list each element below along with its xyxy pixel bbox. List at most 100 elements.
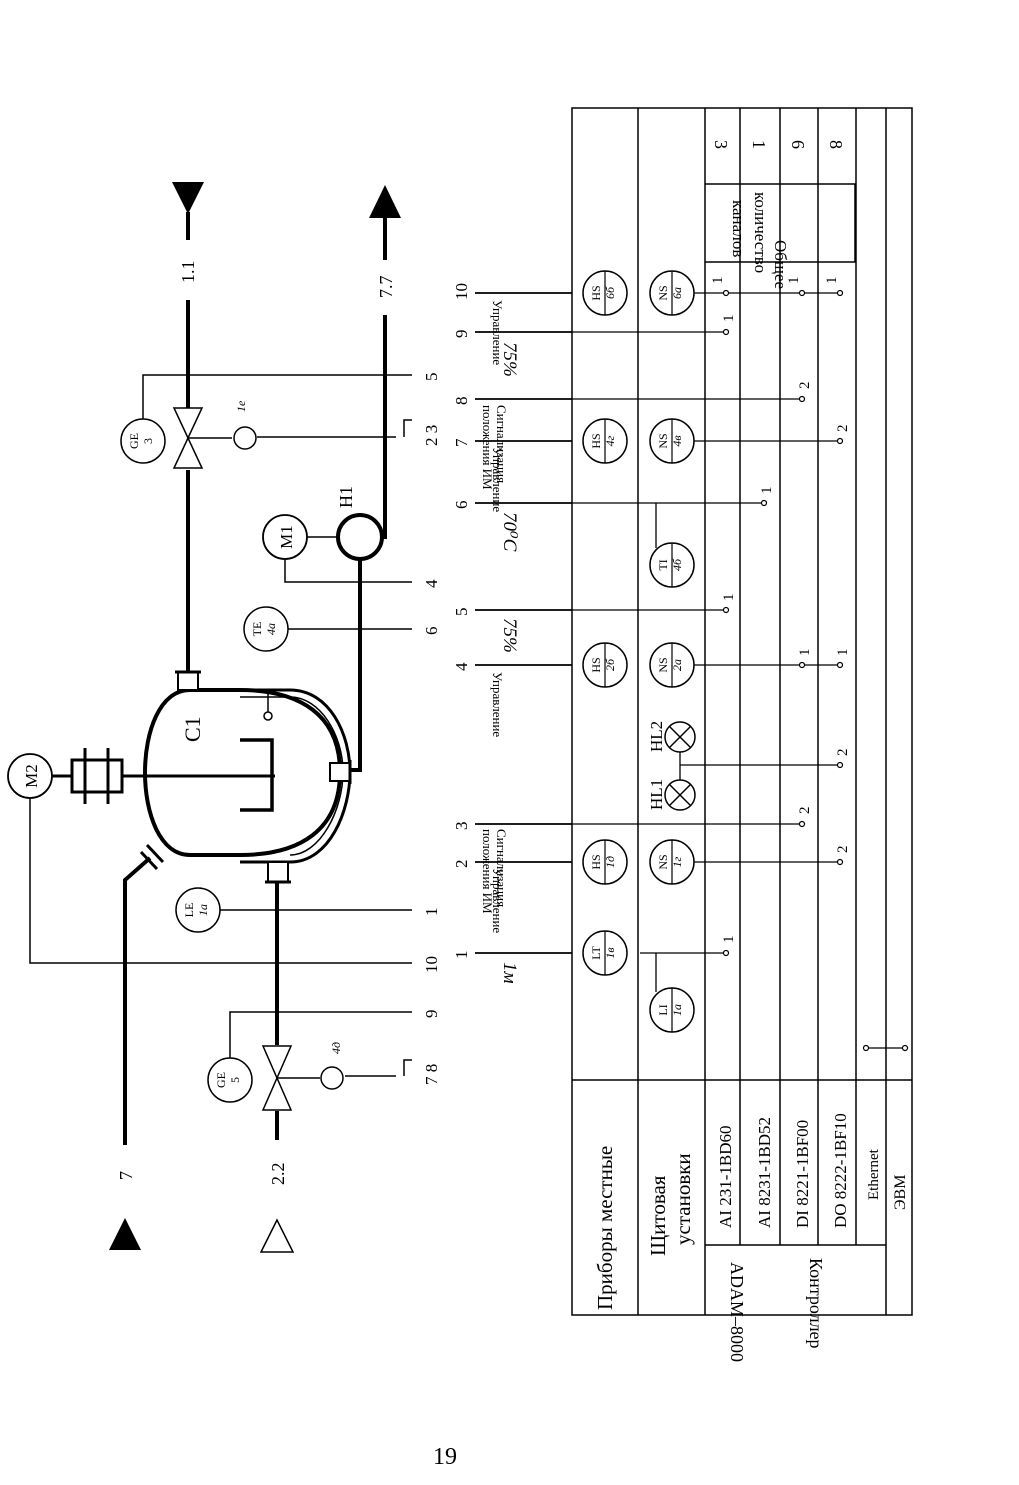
hs6b-tag: HS [589, 285, 603, 300]
te4a-bubble [243, 606, 289, 652]
do-label: DO 8222-1BF10 [831, 1113, 850, 1228]
lt1v-tag: LT [589, 946, 603, 960]
row-local-label: Приборы местные [593, 1146, 617, 1310]
flow-7: 7 [116, 1171, 136, 1180]
line-number: 2 3 [422, 425, 441, 446]
ti4b-tag: TI [656, 559, 670, 570]
actuator-4d-label: 4д [329, 1042, 343, 1054]
wire-count: 1 [721, 594, 737, 602]
evm-label: ЭВМ [892, 1175, 909, 1210]
ai2-label: AI 8231-1BD52 [755, 1117, 774, 1228]
ns6a-num: 6а [670, 287, 684, 299]
wire-count: 2 [835, 846, 851, 854]
channel-number: 7 [452, 438, 471, 447]
ai1-label: AI 231-1BD60 [716, 1126, 735, 1228]
signal-label: положения ИМ [480, 829, 495, 914]
le1a-tag: LE [182, 903, 196, 918]
reactor-label: C1 [180, 716, 205, 742]
control-label: Управление [490, 447, 505, 512]
di-label: DI 8221-1BF00 [793, 1120, 812, 1228]
controller-label-1: Контроллер [806, 1258, 826, 1349]
ge5-tag: GE [214, 1072, 228, 1088]
le1a-num: 1а [196, 904, 210, 916]
hl-lamps [664, 721, 696, 811]
motor-m2-label: M2 [22, 764, 41, 788]
te4a-tag: TE [250, 622, 264, 637]
wire-count: 2 [835, 749, 851, 757]
wire-count: 2 [835, 425, 851, 433]
total-label-2: количество [751, 192, 770, 273]
inlet-2-2-arrow-icon [259, 1218, 295, 1253]
motor-m1-label: M1 [277, 525, 296, 549]
flow-7-7: 7.7 [376, 276, 396, 299]
channel-number: 6 [452, 501, 471, 510]
count-ai1: 3 [711, 140, 731, 149]
wire-count: 2 [797, 382, 813, 390]
value-labels: 75% 70⁰С 75% 1м [499, 342, 520, 984]
count-di: 6 [788, 140, 808, 149]
motor-m1-icon [262, 514, 308, 560]
ge3-num: 3 [141, 438, 155, 444]
signal-label: Сигнализация [494, 405, 509, 483]
panel-wires [572, 292, 905, 1049]
actuator-1e-label: 1е [234, 400, 248, 412]
channel-number: 5 [452, 608, 471, 617]
controller-label-2: ADAM–8000 [727, 1262, 747, 1362]
ns1g-num: 1г [670, 856, 684, 867]
channel-numbers: 10 9 8 7 6 5 4 3 2 1 [452, 283, 471, 959]
line-number: 4 [422, 579, 441, 588]
li1a-tag: LI [656, 1004, 670, 1015]
ns4v-num: 4в [670, 435, 684, 446]
line-number: 1 [422, 908, 441, 917]
control-label: Управление [490, 672, 505, 737]
actuator-1e-icon [233, 426, 257, 450]
control-label: Управление [490, 300, 505, 365]
inlet-7-arrow-icon [109, 1218, 141, 1250]
row-panel-label-2: установки [671, 1153, 695, 1245]
ethernet-label: Ethernet [866, 1148, 882, 1200]
ns6a-tag: NS [656, 285, 670, 300]
hl2-label: HL2 [647, 721, 666, 752]
process-pipes [123, 212, 387, 1145]
pump-h1-icon [336, 513, 384, 561]
wire-count: 1 [721, 936, 737, 944]
ge3-tag: GE [127, 433, 141, 449]
channel-number: 4 [452, 662, 471, 671]
field-bubble-text: GE 3 TE 4а LE 1а GE 5 [127, 433, 278, 1088]
channel-number: 9 [452, 330, 471, 339]
hs4g-tag: HS [589, 433, 603, 448]
pump-h1-label: H1 [336, 486, 356, 508]
line-number: 7 8 [422, 1064, 441, 1085]
line-number: 6 [422, 627, 441, 636]
instrument-table [571, 107, 913, 1316]
wire-count: 1 [786, 277, 802, 285]
hl1-label: HL1 [647, 779, 666, 810]
wire-count: 1 [824, 277, 840, 285]
channel-number: 2 [452, 860, 471, 869]
ge3-bubble [120, 418, 166, 464]
wire-count: 2 [797, 807, 813, 815]
total-label-1: Общее [771, 240, 790, 289]
ge5-bubble [207, 1057, 253, 1103]
panel-bubble-text: HS 6б NS 6а HS 4г NS 4в TI 4б HS 2б NS 2… [589, 285, 684, 1016]
page-number: 19 [433, 1444, 457, 1470]
value-1m: 1м [499, 962, 520, 984]
channel-number: 8 [452, 397, 471, 406]
motor-m2-icon [7, 753, 53, 799]
total-label-3: каналов [729, 200, 748, 257]
le1a-bubble [175, 887, 221, 933]
line-number: 5 [422, 373, 441, 382]
lt1v-num: 1в [603, 947, 617, 958]
field-signal-lines [29, 374, 412, 1078]
control-label: Управление [490, 868, 505, 933]
hs6b-num: 6б [603, 286, 617, 299]
channel-number: 10 [452, 283, 471, 300]
wire-count: 1 [710, 277, 726, 285]
channel-labels: Управление Сигнализация положения ИМ Упр… [480, 300, 509, 933]
count-do: 8 [826, 140, 846, 149]
panel-bubble-dividers [604, 271, 673, 1032]
channel-lines [475, 292, 572, 954]
field-bubbles [120, 418, 289, 1103]
value-70c: 70⁰С [499, 512, 520, 552]
